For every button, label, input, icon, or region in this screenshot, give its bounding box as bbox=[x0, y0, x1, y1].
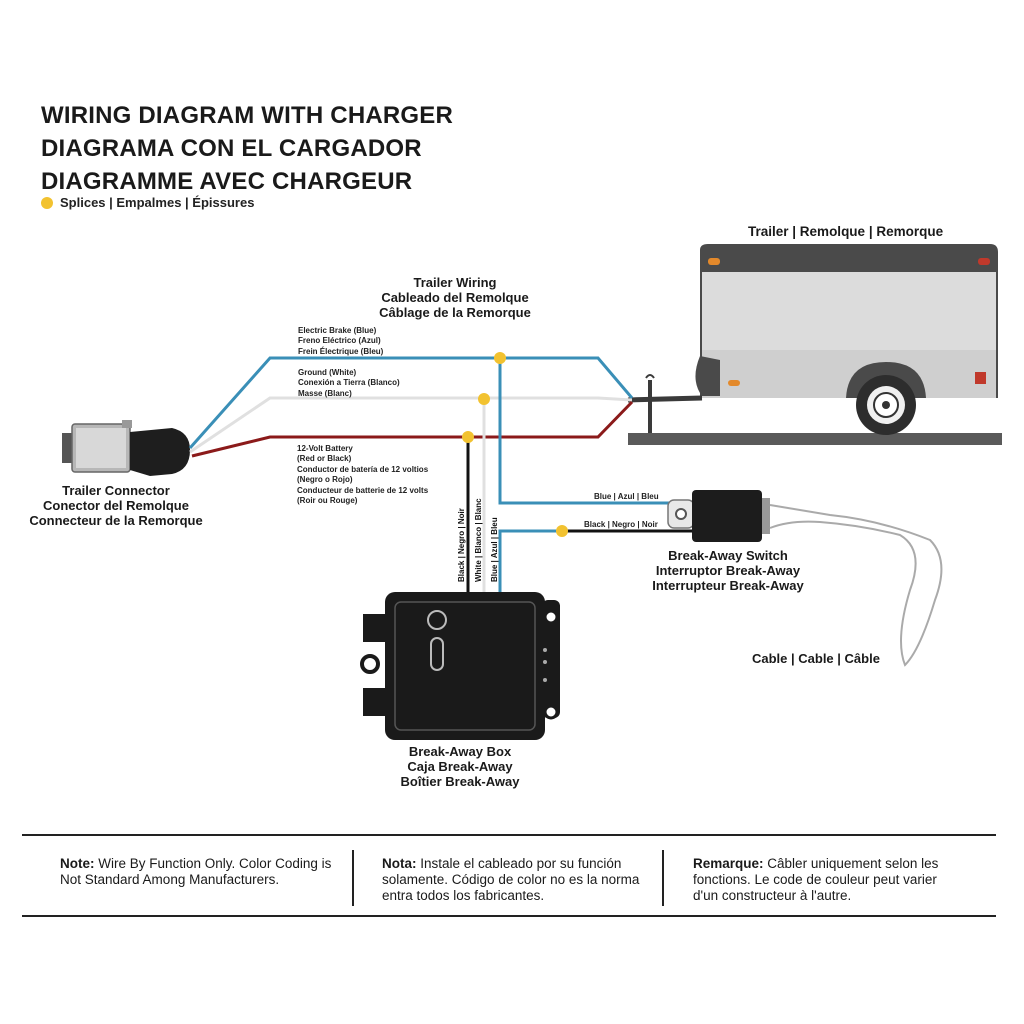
splice-legend-label: Splices | Empalmes | Épissures bbox=[60, 195, 255, 210]
trailer-label: Trailer | Remolque | Remorque bbox=[748, 224, 944, 239]
box-blue-wire-label: Blue | Azul | Bleu bbox=[490, 517, 499, 582]
cable-label: Cable | Cable | Câble bbox=[752, 651, 880, 666]
ground-wire-label: Ground (White) Conexión a Tierra (Blanco… bbox=[298, 368, 400, 398]
trailer-connector-label: Trailer Connector Conector del Remolque … bbox=[29, 483, 203, 528]
box-black-wire-label: Black | Negro | Noir bbox=[457, 508, 466, 582]
trailer-wiring-label: Trailer Wiring Cableado del Remolque Câb… bbox=[379, 275, 531, 320]
box-white-wire-label: White | Blanco | Blanc bbox=[474, 498, 483, 582]
switch-black-wire-label: Black | Negro | Noir bbox=[584, 520, 658, 529]
splice-switch bbox=[556, 525, 568, 537]
note-spanish-label: Nota: bbox=[382, 856, 417, 871]
note-spanish-text: Instale el cableado por su función solam… bbox=[382, 856, 640, 904]
splice-brake bbox=[494, 352, 506, 364]
trailer-connector-illustration bbox=[62, 420, 190, 476]
notes-divider-2 bbox=[662, 850, 664, 906]
title-line-2: DIAGRAMA CON EL CARGADOR bbox=[41, 135, 422, 162]
splice-legend: Splices | Empalmes | Épissures bbox=[41, 195, 254, 210]
battery-wire-label: 12-Volt Battery (Red or Black) Conductor… bbox=[297, 444, 429, 505]
brake-wire-label: Electric Brake (Blue) Freno Eléctrico (A… bbox=[298, 326, 384, 356]
break-away-switch-illustration bbox=[667, 490, 943, 667]
note-french: Remarque: Câbler uniquement selon les fo… bbox=[693, 856, 953, 905]
splice-ground bbox=[478, 393, 490, 405]
note-spanish: Nota: Instale el cableado por su función… bbox=[382, 856, 647, 905]
note-english-label: Note: bbox=[60, 856, 95, 871]
switch-blue-wire-label: Blue | Azul | Bleu bbox=[594, 492, 659, 501]
notes-bottom-rule bbox=[22, 915, 996, 917]
splice-dot-icon bbox=[41, 196, 53, 209]
break-away-switch-label: Break-Away Switch Interruptor Break-Away… bbox=[652, 548, 804, 593]
title-line-1: WIRING DIAGRAM WITH CHARGER bbox=[41, 102, 454, 129]
note-french-text: Câbler uniquement selon les fonctions. L… bbox=[693, 856, 939, 904]
notes-top-rule bbox=[22, 834, 996, 836]
title-line-3: DIAGRAMME AVEC CHARGEUR bbox=[41, 168, 413, 195]
note-english-text: Wire By Function Only. Color Coding is N… bbox=[60, 856, 332, 888]
notes-divider-1 bbox=[352, 850, 354, 906]
note-english: Note: Wire By Function Only. Color Codin… bbox=[60, 856, 340, 888]
break-away-box-illustration bbox=[360, 592, 560, 740]
trailer-illustration bbox=[627, 244, 1002, 445]
break-away-box-label: Break-Away Box Caja Break-Away Boîtier B… bbox=[400, 744, 520, 789]
note-french-label: Remarque: bbox=[693, 856, 764, 871]
splice-battery bbox=[462, 431, 474, 443]
